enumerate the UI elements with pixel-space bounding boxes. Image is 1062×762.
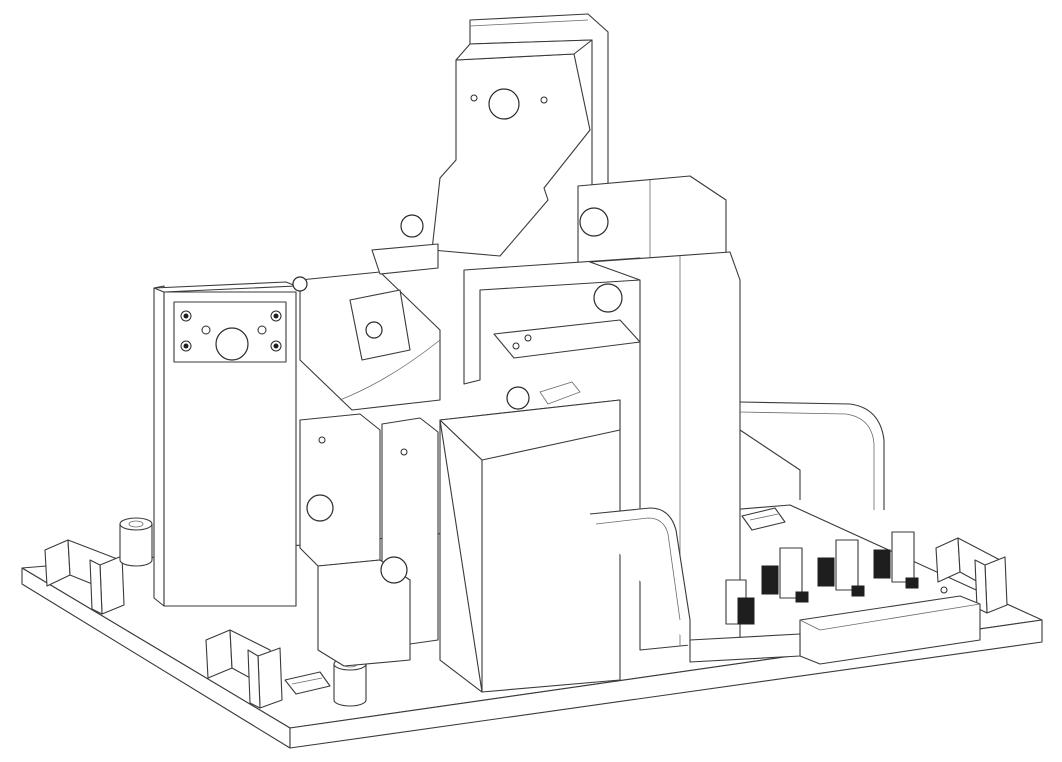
pneumatic-tubing: [589, 401, 885, 648]
clamp-knob-upper-right: [579, 207, 609, 237]
valve-manifold: [689, 595, 981, 665]
clamp-knob-mid-top: [400, 214, 424, 238]
central-block: [439, 381, 621, 693]
clamp-knob-center: [506, 386, 530, 410]
nameplate-front: [284, 671, 331, 695]
valve-4: [725, 579, 755, 625]
handle-right: [935, 537, 1008, 614]
manifold-fittings: [795, 577, 948, 603]
valve-fitting-icon: [817, 557, 835, 587]
handle-left: [44, 539, 125, 615]
valve-2: [817, 539, 859, 591]
left-lower-blocks: [299, 413, 439, 667]
clamp-knob-central: [593, 283, 623, 313]
central-frame: [463, 251, 741, 651]
valve-3: [873, 531, 915, 583]
clamp-knob-left: [215, 327, 249, 361]
valve-fitting-icon: [761, 565, 779, 595]
locating-pin-left: [119, 517, 153, 567]
valve-fitting-icon: [873, 549, 891, 579]
valve-1: [761, 547, 803, 599]
handle-front: [205, 629, 283, 709]
clamp-knob-left-lower: [306, 494, 334, 522]
clamp-knob-tower: [488, 88, 520, 120]
clamp-mechanism: [292, 214, 441, 411]
valve-fitting-icon: [737, 597, 755, 625]
clamp-knob-left-bottom: [380, 556, 408, 584]
clamp-knob-mid: [365, 321, 383, 339]
upper-tower: [431, 13, 609, 257]
left-column-block: [153, 281, 297, 607]
clamp-knob-mid-left: [292, 276, 308, 292]
nameplate-right: [741, 507, 786, 531]
